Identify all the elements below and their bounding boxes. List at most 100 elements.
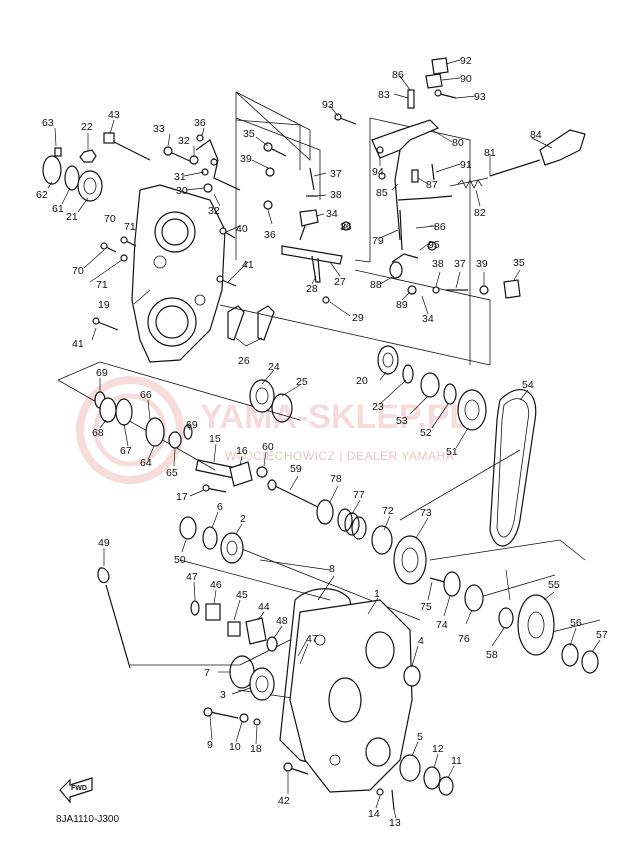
callout-67: 67 <box>120 445 132 457</box>
callout-93-b: 93 <box>474 91 486 103</box>
callout-68: 68 <box>92 427 104 439</box>
main-case-part <box>289 599 413 793</box>
callout-8: 8 <box>329 563 335 575</box>
leader-lines <box>47 59 601 819</box>
callout-30: 30 <box>176 185 188 197</box>
callout-63: 63 <box>42 117 54 129</box>
fwd-arrow-icon <box>59 777 93 804</box>
callout-3: 3 <box>220 689 226 701</box>
callout-52: 52 <box>420 427 432 439</box>
callout-18: 18 <box>250 743 262 755</box>
callout-58: 58 <box>486 649 498 661</box>
callout-7: 7 <box>204 667 210 679</box>
callout-38-b: 38 <box>432 258 444 270</box>
callout-61: 61 <box>52 203 64 215</box>
callout-36-b: 36 <box>264 229 276 241</box>
callout-48: 48 <box>276 615 288 627</box>
callout-76: 76 <box>458 633 470 645</box>
callout-34-b: 34 <box>422 313 434 325</box>
callout-73: 73 <box>420 507 432 519</box>
callout-45: 45 <box>236 589 248 601</box>
callout-60: 60 <box>262 441 274 453</box>
callout-84: 84 <box>530 129 542 141</box>
callout-41-b: 41 <box>72 338 84 350</box>
callout-42: 42 <box>278 795 290 807</box>
callout-36-a: 36 <box>194 117 206 129</box>
callout-56: 56 <box>570 617 582 629</box>
callout-32-b: 32 <box>208 205 220 217</box>
callout-95: 95 <box>428 239 440 251</box>
callout-39-a: 39 <box>240 153 252 165</box>
callout-74: 74 <box>436 619 448 631</box>
callout-81: 81 <box>484 147 496 159</box>
callout-94: 94 <box>372 166 384 178</box>
callout-75: 75 <box>420 601 432 613</box>
callout-43: 43 <box>108 109 120 121</box>
callout-20: 20 <box>356 375 368 387</box>
callout-71-a: 71 <box>124 221 136 233</box>
callout-23: 23 <box>372 401 384 413</box>
callout-83: 83 <box>378 89 390 101</box>
callout-35-a: 35 <box>243 128 255 140</box>
callout-54: 54 <box>522 379 534 391</box>
callout-70-b: 70 <box>72 265 84 277</box>
callout-26: 26 <box>238 355 250 367</box>
parts-art: FWD <box>42 57 599 811</box>
callout-44: 44 <box>258 601 270 613</box>
callout-85: 85 <box>376 187 388 199</box>
callout-59: 59 <box>290 463 302 475</box>
callout-90: 90 <box>460 73 472 85</box>
callout-69-b: 69 <box>186 419 198 431</box>
callout-4: 4 <box>418 635 424 647</box>
callout-86-a: 86 <box>392 69 404 81</box>
callout-78: 78 <box>330 473 342 485</box>
callout-51: 51 <box>446 446 458 458</box>
callout-92: 92 <box>460 55 472 67</box>
watermark: YAMA-SKLEP.PL WOJCIECHOWICZ | DEALER YAM… <box>76 376 470 484</box>
callout-29: 29 <box>352 312 364 324</box>
callout-65: 65 <box>166 467 178 479</box>
callout-77: 77 <box>353 489 365 501</box>
callout-57: 57 <box>596 629 608 641</box>
callout-46: 46 <box>210 579 222 591</box>
callout-47-a: 47 <box>186 571 198 583</box>
callout-34-a: 34 <box>326 208 338 220</box>
callout-labels: 1 2 3 4 5 6 7 8 9 10 11 12 13 14 15 16 1… <box>36 55 608 829</box>
callout-38-a: 38 <box>330 189 342 201</box>
callout-93-a: 93 <box>322 99 334 111</box>
callout-80: 80 <box>452 137 464 149</box>
callout-49: 49 <box>98 537 110 549</box>
callout-33: 33 <box>153 123 165 135</box>
callout-1: 1 <box>374 588 380 600</box>
callout-41-a: 41 <box>242 259 254 271</box>
callout-47-b: 47 <box>306 633 318 645</box>
callout-31: 31 <box>174 171 186 183</box>
callout-2: 2 <box>240 513 246 525</box>
callout-62: 62 <box>36 189 48 201</box>
callout-11: 11 <box>451 755 462 767</box>
callout-17: 17 <box>176 491 188 503</box>
callout-6: 6 <box>217 501 223 513</box>
callout-64: 64 <box>140 457 152 469</box>
callout-70-a: 70 <box>104 213 116 225</box>
callout-14: 14 <box>368 808 380 820</box>
callout-24: 24 <box>268 361 280 373</box>
callout-22: 22 <box>81 121 93 133</box>
watermark-subtitle: WOJCIECHOWICZ | DEALER YAMAHA <box>225 449 454 463</box>
diagram-code: 8JA1110-J300 <box>56 814 119 825</box>
callout-12: 12 <box>432 743 444 755</box>
callout-37-a: 37 <box>330 168 342 180</box>
callout-86-b: 86 <box>434 221 446 233</box>
callout-69-a: 69 <box>96 367 108 379</box>
callout-9: 9 <box>207 739 213 751</box>
callout-72: 72 <box>382 505 394 517</box>
callout-39-b: 39 <box>476 258 488 270</box>
callout-37-b: 37 <box>454 258 466 270</box>
callout-32-a: 32 <box>178 135 190 147</box>
callout-19: 19 <box>98 299 110 311</box>
callout-79: 79 <box>372 235 384 247</box>
callout-71-b: 71 <box>96 279 108 291</box>
callout-13: 13 <box>389 817 401 829</box>
